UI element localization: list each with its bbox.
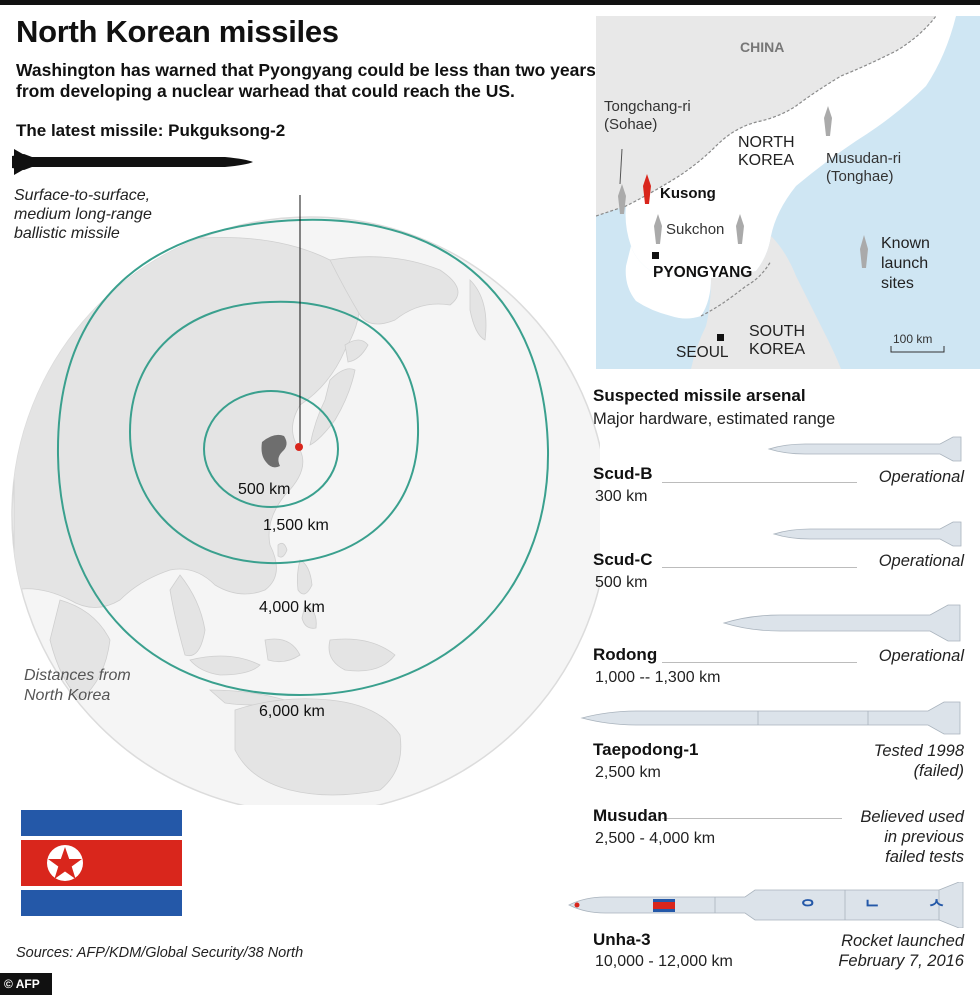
missile-name: Taepodong-1 [593,740,699,759]
missile-desc-line: Surface-to-surface, [14,187,151,204]
missile-status-line: (failed) [913,762,964,780]
scud-c-range-line [662,567,857,568]
map-label-china: CHINA [740,39,785,55]
missile-name: Musudan [593,806,668,825]
ring-label-1500: 1,500 km [263,517,329,534]
musudan-range-line [662,818,842,819]
map-label-seoul: SEOUL [676,344,729,361]
map-label-line: KOREA [738,152,795,169]
arsenal-subtitle: Major hardware, estimated range [593,410,836,428]
missile-name: Scud-C [593,550,653,569]
missile-status: Tested 1998 (failed) [874,741,964,781]
map-label-line: SOUTH [749,323,805,340]
map-label-line: (Tonghae) [826,168,894,185]
missile-range: 1,000 -- 1,300 km [595,669,721,686]
north-korea-flag [21,810,182,916]
missile-status-line: February 7, 2016 [838,952,964,970]
rodong-rocket-icon [722,604,961,642]
missile-status-line: Tested 1998 [873,742,964,760]
missile-status-line: failed tests [885,848,964,866]
ring-label-4000: 4,000 km [259,599,325,616]
map-legend-line: launch [881,255,929,272]
latest-missile-label: The latest missile: Pukguksong-2 [16,121,286,140]
afp-logo: © AFP [0,973,52,995]
unha-3-markings: ᄋ ᄂ ᄉ [800,898,967,917]
missile-range: 300 km [595,488,648,505]
rodong-range-line [662,662,857,663]
korea-map-shapes [596,16,980,369]
korea-map: CHINA Tongchang-ri (Sohae) NORTH KOREA M… [596,16,980,369]
missile-status: Believed used in previous failed tests [860,807,964,867]
ring-4000km [56,218,550,697]
top-rule [0,0,980,5]
map-label-tongchang: Tongchang-ri (Sohae) [604,98,691,134]
map-label-line: (Sohae) [604,116,658,133]
scud-b-rocket-icon [767,436,962,462]
missile-status-line: in previous [884,828,964,846]
pyongyang-square [652,252,659,259]
page-title: North Korean missiles [16,14,339,49]
map-label-south-korea: SOUTH KOREA [749,323,805,359]
missile-status-line: Believed used [860,808,964,826]
missile-range: 2,500 km [595,764,661,781]
map-label-kusong: Kusong [660,185,716,202]
map-label-line: KOREA [749,341,806,358]
map-label-musudan: Musudan-ri (Tonghae) [826,150,901,186]
page-subtitle: Washington has warned that Pyongyang cou… [16,60,596,101]
missile-status: Rocket launched February 7, 2016 [838,931,964,971]
missile-status: Operational [878,552,964,570]
missile-range: 2,500 - 4,000 km [595,830,716,847]
map-legend-line: sites [881,275,914,292]
ring-1500km [128,300,420,565]
map-scale-label: 100 km [893,332,933,346]
missile-name: Scud-B [593,464,653,483]
missile-desc-line: ballistic missile [14,225,120,242]
range-globe [11,195,600,805]
scud-c-rocket-icon [772,521,962,547]
range-rings [56,218,550,697]
north-korea-shape [261,434,287,468]
map-label-sukchon: Sukchon [666,221,725,238]
missile-range: 10,000 - 12,000 km [595,953,733,970]
launch-site-dot [295,443,303,451]
distances-caption: Distances from North Korea [24,666,131,706]
arsenal-title: Suspected missile arsenal [593,386,806,405]
scud-b-range-line [662,482,857,483]
map-legend: Known launch sites [881,234,930,294]
missile-status-line: Rocket launched [841,932,964,950]
unha-3-rocket-icon [568,882,964,928]
ring-500km [203,390,339,508]
map-label-line: NORTH [738,134,795,151]
taepodong-1-rocket-icon [580,701,961,735]
ring-label-6000: 6,000 km [259,703,325,720]
missile-name: Rodong [593,645,658,664]
map-legend-line: Known [881,235,930,252]
missile-name: Unha-3 [593,930,651,949]
ring-label-500: 500 km [238,481,291,498]
missile-range: 500 km [595,574,648,591]
globe-land [13,237,487,796]
missile-status: Operational [878,468,964,486]
distances-line: Distances from [24,667,131,684]
pukguksong-2-missile-icon [12,149,253,175]
missile-desc-line: medium long-range [14,206,152,223]
map-label-line: Tongchang-ri [604,98,691,115]
missile-status: Operational [878,647,964,665]
map-label-north-korea: NORTH KOREA [738,134,795,170]
distances-line: North Korea [24,687,111,704]
seoul-square [717,334,724,341]
launch-site-markers [618,106,868,268]
map-label-line: Musudan-ri [826,150,902,167]
map-label-pyongyang: PYONGYANG [653,264,753,281]
sources-caption: Sources: AFP/KDM/Global Security/38 Nort… [16,945,304,961]
missile-description: Surface-to-surface, medium long-range ba… [14,186,152,243]
